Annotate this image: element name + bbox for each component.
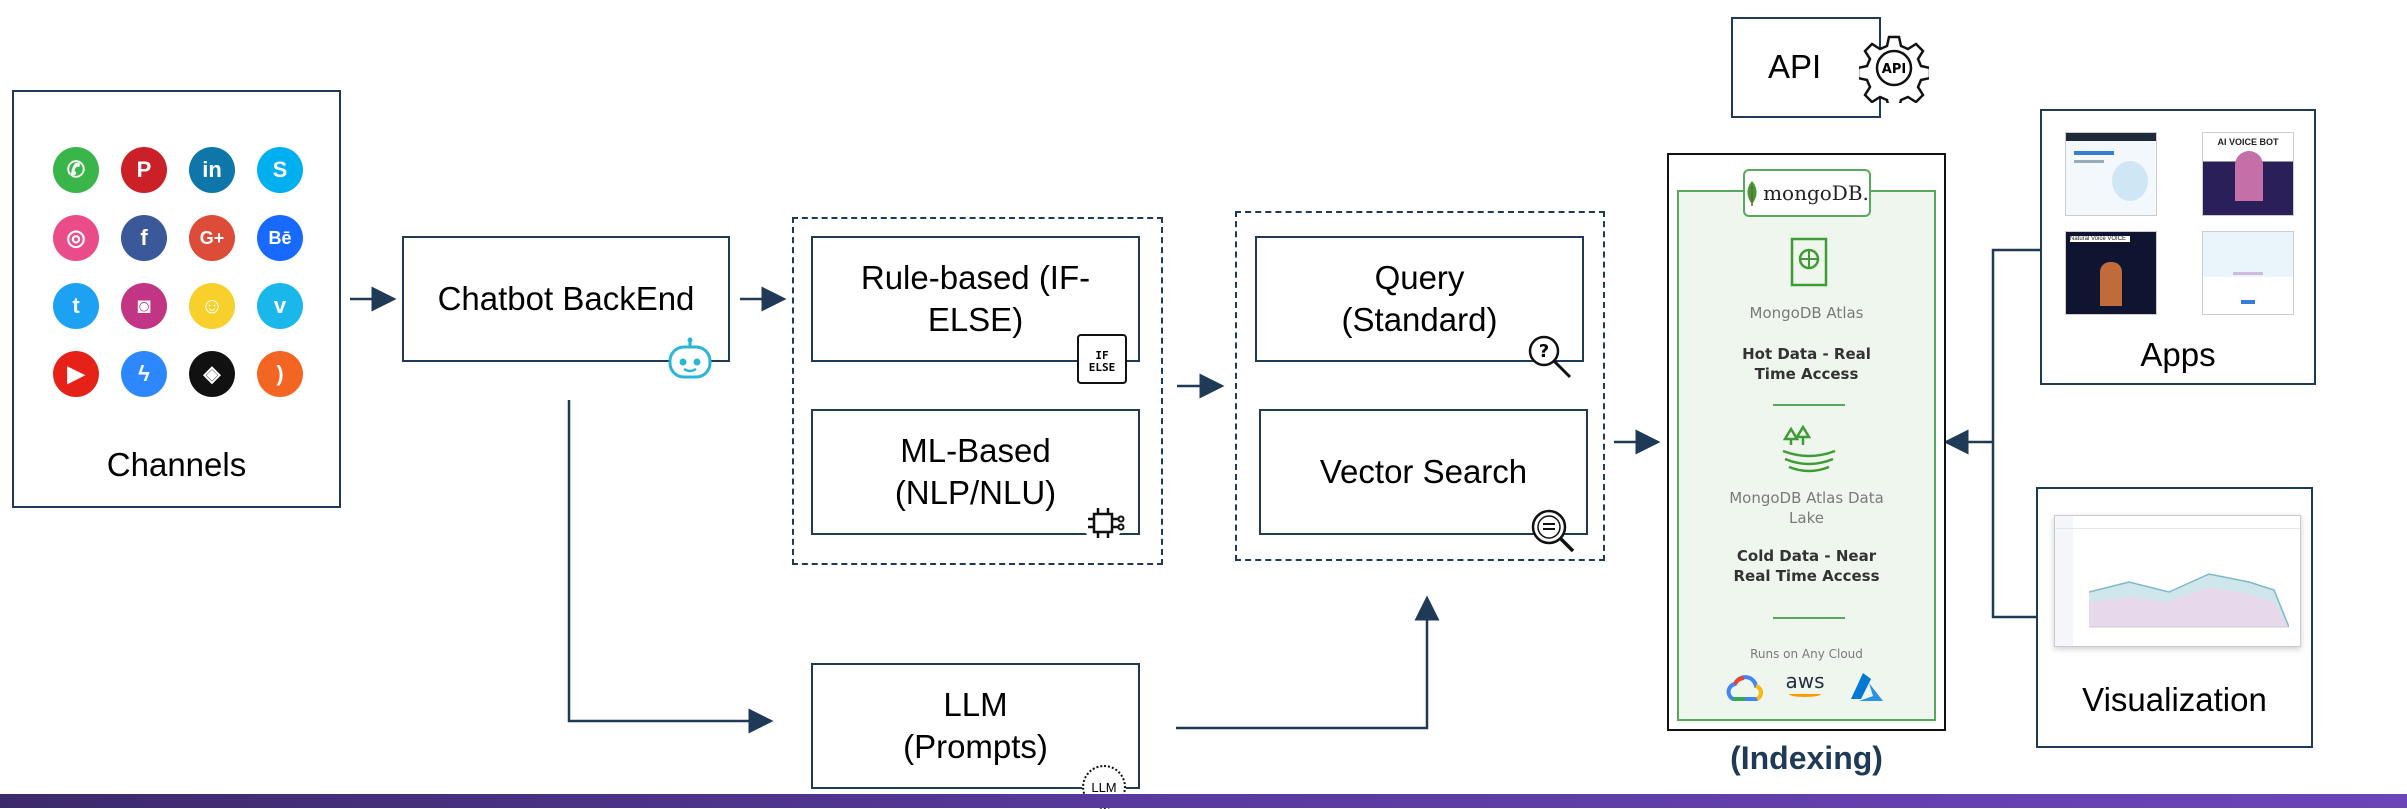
ml-based-label: ML-Based (NLP/NLU) bbox=[894, 431, 1057, 511]
cold-data-label: Cold Data - Near Real Time Access bbox=[1733, 547, 1880, 586]
llm-box: LLM (Prompts) bbox=[811, 663, 1140, 789]
backend-box: Chatbot BackEnd bbox=[402, 236, 730, 362]
facebook-icon: f bbox=[121, 215, 167, 261]
api-gear-icon: API bbox=[1859, 35, 1929, 103]
app-thumbnail-3: Natural Voice VOICE bbox=[2065, 231, 2157, 315]
svg-text:API: API bbox=[1882, 62, 1906, 77]
channels-label: Channels bbox=[106, 446, 247, 483]
skype-icon: S bbox=[257, 147, 303, 193]
whatsapp-icon: ✆ bbox=[53, 147, 99, 193]
messenger-icon: ϟ bbox=[121, 351, 167, 397]
ai-chip-icon bbox=[1083, 503, 1125, 543]
apps-label: Apps bbox=[2140, 336, 2216, 373]
rule-based-label: Rule-based (IF-ELSE) bbox=[860, 258, 1091, 338]
youtube-icon: ▶ bbox=[53, 351, 99, 397]
codepen-icon: ◈ bbox=[189, 351, 235, 397]
instagram-icon: ◙ bbox=[121, 283, 167, 329]
line-visualization bbox=[1991, 442, 2036, 619]
pinterest-icon: P bbox=[121, 147, 167, 193]
divider-1 bbox=[1773, 404, 1845, 406]
query-label: Query (Standard) bbox=[1341, 258, 1498, 338]
visualization-label: Visualization bbox=[2082, 681, 2267, 718]
vimeo-icon: v bbox=[257, 283, 303, 329]
bottom-decorative-band bbox=[0, 794, 2407, 808]
robot-icon bbox=[668, 337, 712, 379]
svg-text:?: ? bbox=[1539, 341, 1549, 362]
behance-icon: Bē bbox=[257, 215, 303, 261]
vector-search-label: Vector Search bbox=[1319, 452, 1528, 490]
apps-box: AI VOICE BOT Natural Voice VOICE Apps bbox=[2040, 109, 2316, 385]
linkedin-icon: in bbox=[189, 147, 235, 193]
arrow-backend-llm bbox=[567, 400, 774, 734]
indexing-label: (Indexing) bbox=[1730, 740, 1883, 776]
twitter-icon: t bbox=[53, 283, 99, 329]
rss-icon: ) bbox=[257, 351, 303, 397]
divider-2 bbox=[1773, 617, 1845, 619]
api-label: API bbox=[1768, 48, 1822, 86]
atlas-label: MongoDB Atlas bbox=[1749, 304, 1864, 322]
search-group bbox=[1235, 211, 1605, 561]
google-cloud-icon bbox=[1726, 675, 1763, 701]
dashboard-thumbnail bbox=[2054, 515, 2301, 647]
mongodb-leaf-icon bbox=[1747, 181, 1757, 206]
vector-search-icon bbox=[1531, 509, 1575, 553]
if-else-icon: IF ELSE bbox=[1077, 334, 1127, 384]
aws-logo: aws bbox=[1783, 669, 1827, 697]
azure-icon bbox=[1851, 673, 1883, 701]
runs-on-cloud-label: Runs on Any Cloud bbox=[1750, 647, 1863, 661]
app-thumbnail-4 bbox=[2202, 231, 2294, 315]
arrow-llm-search bbox=[1176, 595, 1440, 730]
snapchat-icon: ☺ bbox=[189, 283, 235, 329]
mongodb-panel: mongoDB. MongoDB Atlas Hot Data - Real T… bbox=[1667, 153, 1946, 731]
app-thumbnail-1 bbox=[2065, 132, 2157, 216]
database-icon bbox=[1790, 237, 1828, 287]
data-lake-label: MongoDB Atlas Data Lake bbox=[1729, 489, 1884, 528]
backend-label: Chatbot BackEnd bbox=[437, 279, 695, 317]
vector-search-box: Vector Search bbox=[1259, 409, 1588, 535]
hot-data-label: Hot Data - Real Time Access bbox=[1742, 345, 1871, 384]
query-search-icon: ? bbox=[1528, 335, 1572, 379]
query-box: Query (Standard) bbox=[1255, 236, 1584, 362]
api-box: API bbox=[1731, 17, 1881, 118]
mongodb-logo: mongoDB. bbox=[1743, 169, 1871, 217]
app-thumbnail-2: AI VOICE BOT bbox=[2202, 132, 2294, 216]
llm-label: LLM (Prompts) bbox=[903, 685, 1048, 765]
visualization-box: Visualization bbox=[2036, 487, 2313, 748]
line-apps bbox=[1991, 248, 2040, 442]
google-plus-icon: G+ bbox=[189, 215, 235, 261]
approach-group bbox=[792, 217, 1163, 565]
data-lake-icon bbox=[1782, 425, 1836, 473]
channels-box: ✆ P in S ◎ f G+ Bē t ◙ ☺ v ▶ ϟ ◈ ) Chann… bbox=[12, 90, 341, 508]
dribbble-icon: ◎ bbox=[53, 215, 99, 261]
dashboard-chart-icon bbox=[2089, 573, 2289, 628]
